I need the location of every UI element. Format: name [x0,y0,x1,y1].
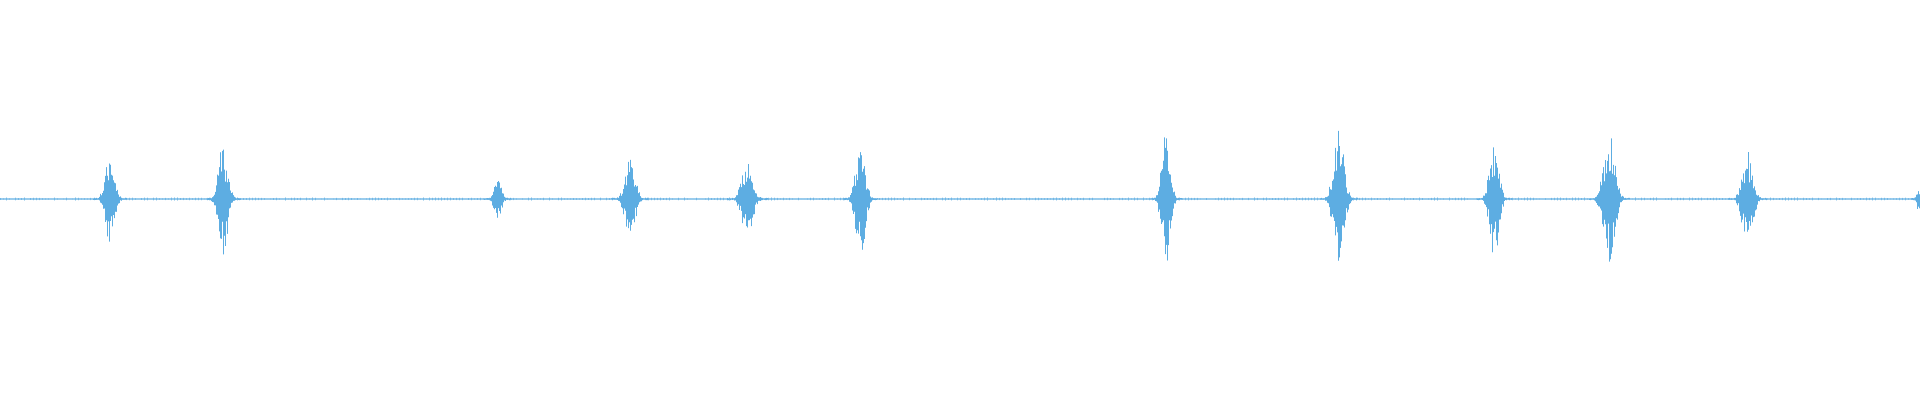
waveform-burst-samples [1150,137,1182,261]
waveform-burst-samples [1729,152,1767,232]
waveform-burst [1589,138,1630,262]
waveform-bursts [93,130,1920,262]
waveform-burst-samples [93,163,127,242]
waveform-burst-samples [206,149,241,255]
waveform-burst-samples [484,181,512,218]
waveform-burst [843,152,878,250]
waveform-burst [1320,130,1358,261]
waveform-burst [484,181,512,218]
waveform-burst-samples [1911,191,1920,209]
waveform-burst-samples [843,152,878,250]
waveform-burst-samples [1320,130,1358,261]
waveform-burst-samples [611,159,649,231]
waveform-baseline [0,197,1920,201]
waveform-burst-samples [1589,138,1630,262]
waveform-burst [1729,152,1767,232]
waveform-burst [93,163,127,242]
waveform-burst [727,164,768,228]
waveform-burst [1150,137,1182,261]
waveform-burst [1477,147,1512,253]
waveform-burst [1911,191,1920,209]
waveform-burst-samples [727,164,768,228]
waveform-burst [206,149,241,255]
waveform-burst [611,159,649,231]
waveform-burst-samples [1477,147,1512,253]
